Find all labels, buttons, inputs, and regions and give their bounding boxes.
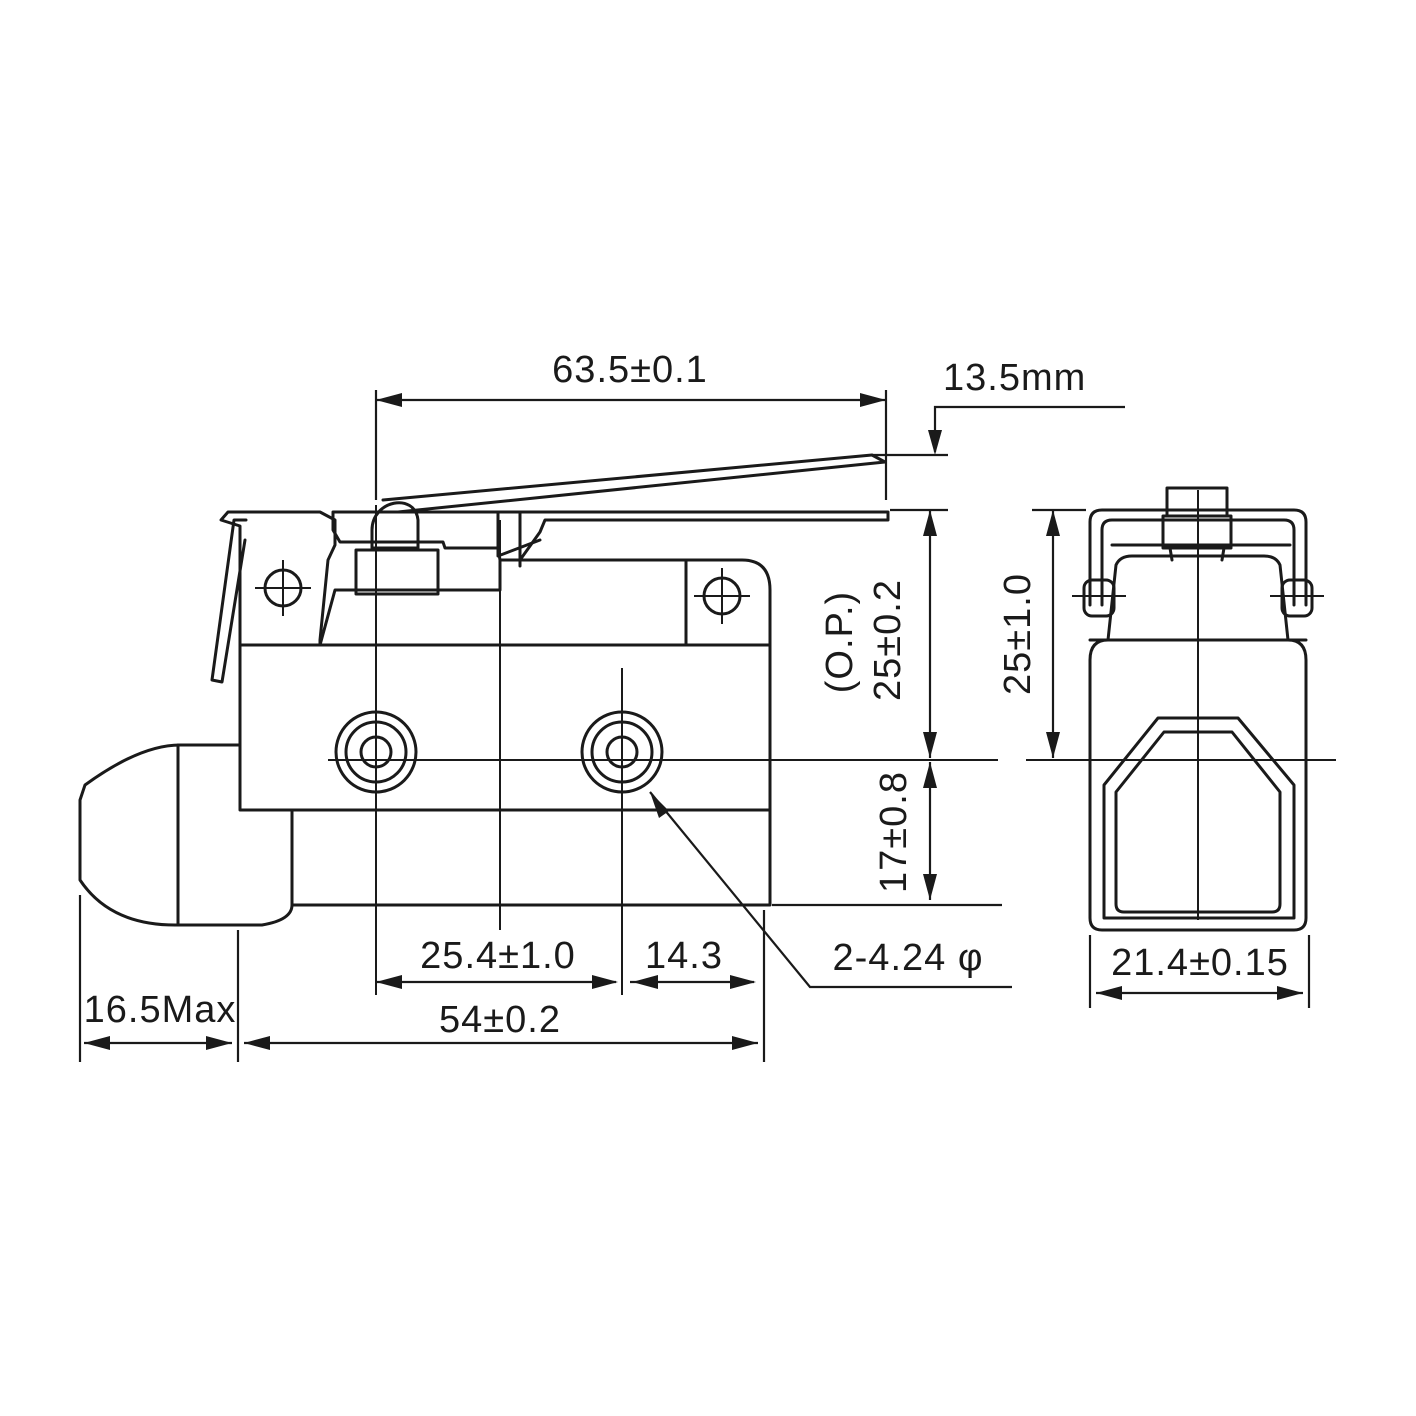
lever-arm (381, 453, 887, 514)
dim-hole-dia: 2-4.24 φ (833, 937, 984, 979)
side-view (1026, 486, 1336, 932)
dim-op-position: (O.P.) (819, 591, 861, 693)
main-body (238, 643, 772, 812)
side-dimensions: 25±1.0 21.4±0.15 (997, 508, 1311, 1008)
dim-plunger-max: 16.5Max (84, 989, 237, 1031)
front-dimensions: 63.5±0.1 13.5mm (O.P.) 25±0.2 17±0.8 25.… (78, 349, 1125, 1062)
dim-body-length: 54±0.2 (439, 999, 561, 1041)
upper-housing (219, 510, 337, 647)
dim-lever-length: 63.5±0.1 (552, 349, 708, 391)
front-view (78, 453, 998, 995)
cable-boot (78, 743, 294, 927)
pivot-hole (255, 560, 311, 616)
lever-roller (370, 501, 420, 550)
side-pivot-right (1270, 578, 1324, 618)
dim-hole-height: 17±0.8 (873, 771, 915, 893)
side-window-inner (1114, 730, 1282, 914)
dim-hole-pitch: 25.4±1.0 (420, 935, 576, 977)
spring-wire (210, 518, 248, 684)
side-pivot-left (1072, 578, 1126, 618)
mount-hole-right (694, 568, 750, 624)
lever-base-plate (331, 510, 890, 562)
dim-lever-tip: 13.5mm (943, 357, 1086, 399)
dim-op-value: 25±0.2 (867, 579, 909, 701)
dim-side-width: 21.4±0.15 (1111, 942, 1289, 984)
side-body-outline (1088, 638, 1308, 932)
lever-bracket (496, 510, 542, 568)
side-window-outer (1102, 716, 1296, 920)
plunger-block (354, 548, 440, 596)
lower-body (290, 808, 772, 907)
dim-hole-edge: 14.3 (645, 935, 723, 977)
dim-side-height: 25±1.0 (997, 573, 1039, 695)
upper-cover (318, 558, 772, 647)
